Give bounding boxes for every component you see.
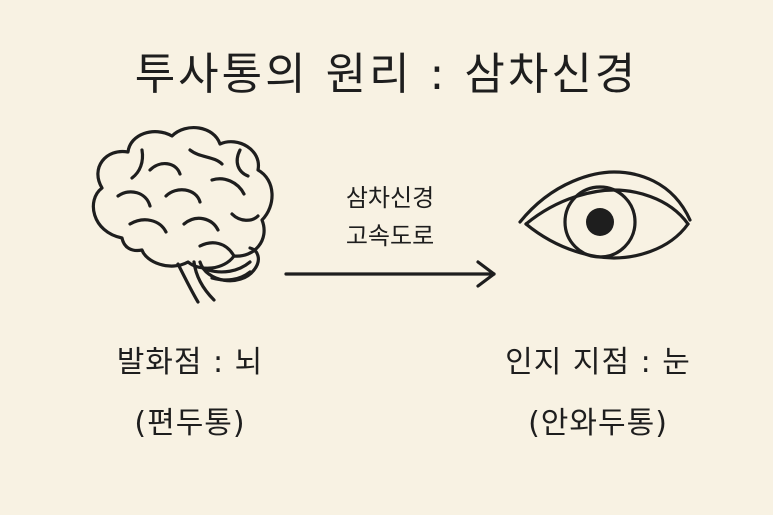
brain-caption: 발화점 : 뇌 (116, 345, 264, 380)
eye-icon (518, 170, 692, 260)
diagram-title: 투사통의 원리 : 삼차신경 (134, 49, 639, 100)
arrow-label-line2: 고속도로 (345, 222, 435, 250)
trigeminal-arrow (284, 260, 496, 288)
arrow-label-line1: 삼차신경 (345, 184, 435, 212)
brain-subcaption: (편두통) (134, 406, 246, 441)
eye-subcaption: (안와두통) (528, 406, 668, 441)
brain-icon (91, 126, 274, 304)
eye-caption: 인지 지점 : 눈 (505, 345, 691, 380)
